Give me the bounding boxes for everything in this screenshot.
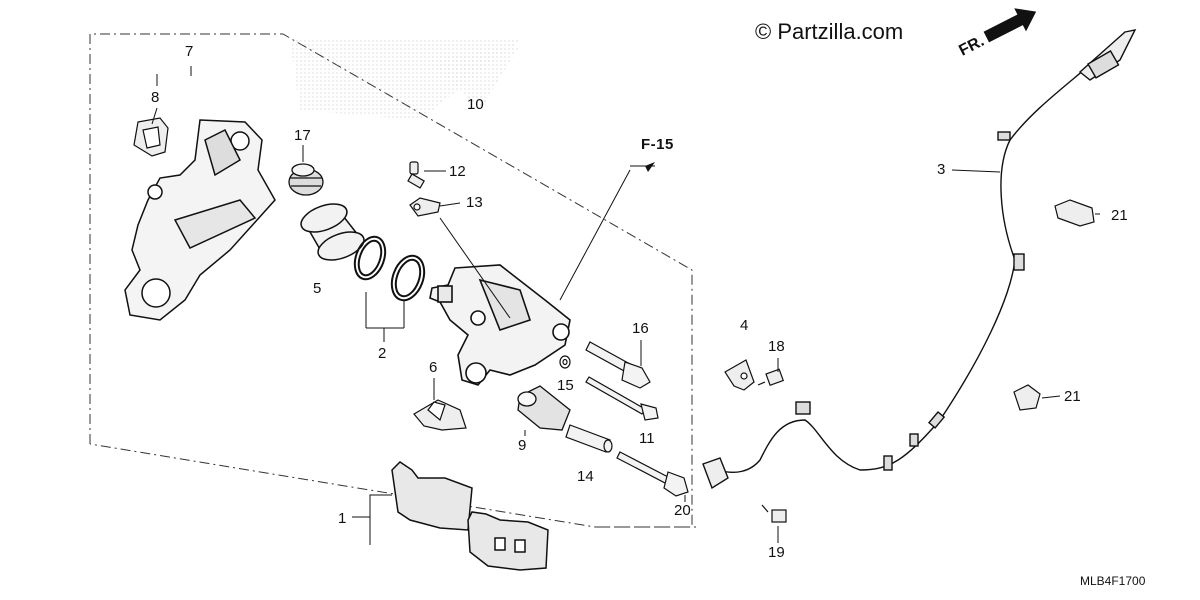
pad-spring-icon[interactable] <box>413 399 467 431</box>
slide-pin-icon[interactable] <box>585 341 651 389</box>
bleeder-valve-icon[interactable] <box>407 161 425 189</box>
abs-sensor-cable-icon[interactable] <box>702 29 1137 490</box>
callout-19: 19 <box>768 544 785 561</box>
front-direction-indicator: FR. <box>950 0 1048 68</box>
piston-icon[interactable] <box>297 199 367 266</box>
callout-11: 11 <box>639 430 655 447</box>
callout-15: 15 <box>557 377 574 394</box>
assembly-frame <box>89 33 700 528</box>
callout-21: 21 <box>1064 388 1081 405</box>
callout-8: 8 <box>151 89 160 106</box>
callout-9: 9 <box>518 437 527 454</box>
callout-14: 14 <box>577 468 594 485</box>
callout-5: 5 <box>313 280 322 297</box>
slide-boot-icon[interactable] <box>517 385 571 431</box>
watermark: © Partzilla.com <box>755 19 904 44</box>
sleeve-icon[interactable] <box>565 424 613 453</box>
boot-icon[interactable] <box>288 163 324 196</box>
reference-arrow-icon <box>645 162 655 172</box>
callout-16: 16 <box>632 320 649 337</box>
reference-label: F-15 <box>641 136 674 153</box>
callout-2: 2 <box>378 345 387 362</box>
bolt-icon[interactable] <box>761 504 787 523</box>
shading-area <box>290 40 520 120</box>
seal-ring-icon[interactable] <box>349 233 430 305</box>
callout-10: 10 <box>467 96 484 113</box>
callout-13: 13 <box>466 194 483 211</box>
washer-icon[interactable] <box>559 355 571 369</box>
bleeder-cap-icon[interactable] <box>409 197 441 217</box>
callout-17: 17 <box>294 127 311 144</box>
leader-lines <box>151 66 1100 545</box>
bolt-icon[interactable] <box>757 368 785 387</box>
callout-21: 21 <box>1111 207 1128 224</box>
diagram-code: MLB4F1700 <box>1080 574 1146 588</box>
clamp-icon[interactable] <box>1013 199 1095 411</box>
callout-3: 3 <box>937 161 946 178</box>
caliper-body-icon[interactable] <box>429 264 571 386</box>
callout-12: 12 <box>449 163 466 180</box>
brake-pad-icon[interactable] <box>391 461 549 571</box>
callout-20: 20 <box>674 502 691 519</box>
callout-1: 1 <box>338 510 347 527</box>
arrow-right-icon <box>983 8 1037 43</box>
bracket-clip-icon[interactable] <box>133 117 169 157</box>
callout-18: 18 <box>768 338 785 355</box>
bracket-plate-icon[interactable] <box>724 359 755 391</box>
callout-6: 6 <box>429 359 438 376</box>
callout-7: 7 <box>185 43 194 60</box>
bolt-icon[interactable] <box>616 451 689 497</box>
pad-pin-icon[interactable] <box>585 376 659 421</box>
caliper-bracket-icon[interactable] <box>124 119 276 321</box>
callout-4: 4 <box>740 317 749 334</box>
